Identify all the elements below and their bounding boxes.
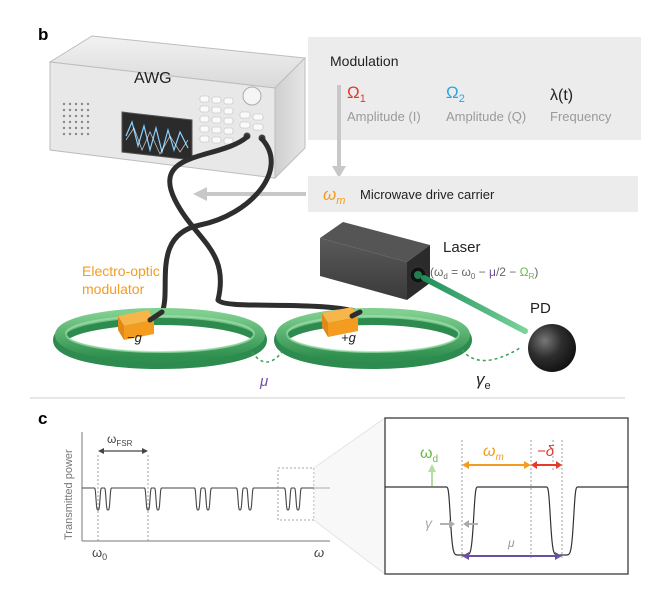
panel-c-label: c: [38, 409, 47, 428]
zoom-box: [384, 417, 629, 575]
omega2-symbol: Ω2: [446, 83, 465, 105]
panel-b-label: b: [38, 25, 48, 44]
speaker-grill: [62, 102, 90, 136]
transmission-trace: [82, 487, 330, 511]
gamma-label: γ: [425, 515, 433, 531]
delta-label: −δ: [537, 443, 555, 460]
awg-knob: [242, 86, 262, 106]
omega1-desc: Amplitude (I): [347, 109, 421, 124]
laser-body: [320, 222, 430, 300]
omega2-desc: Amplitude (Q): [446, 109, 526, 124]
bus-coupling-arc: [461, 347, 521, 362]
ring-left: [53, 308, 267, 369]
eom-right: [322, 307, 358, 337]
modulation-box: [308, 37, 641, 140]
awg-keypad: [199, 95, 264, 145]
zoom-mu-label: μ: [507, 536, 515, 550]
laser-label: Laser: [443, 239, 481, 256]
laser-equation: (ωd = ω0 − μ/2 − ΩR): [430, 265, 538, 281]
ylabel: Transmitted power: [63, 449, 75, 540]
omega-d-label: ωd: [420, 445, 438, 465]
awg-waveform: [125, 120, 189, 155]
omega-axis-label: ω: [314, 545, 324, 560]
fsr-label: ωFSR: [107, 432, 133, 448]
photodetector: [528, 324, 576, 372]
omega-m-label: ωm: [483, 443, 504, 463]
eom-label-line1: Electro-optic: [82, 263, 160, 279]
omega0-label: ω0: [92, 545, 107, 562]
carrier-arrow-head: [193, 187, 207, 201]
pd-label: PD: [530, 300, 551, 317]
carrier-symbol: ωm: [323, 185, 345, 207]
zoom-trace: [385, 486, 628, 556]
ring-right-coupling-label: +g: [341, 330, 357, 345]
modulation-title: Modulation: [330, 53, 399, 69]
cable-1: [167, 134, 250, 303]
eom-left: [118, 310, 154, 340]
carrier-desc: Microwave drive carrier: [360, 187, 495, 202]
awg-instrument: [48, 35, 307, 180]
ring-right: [274, 308, 472, 369]
cable-2: [159, 136, 274, 315]
modulation-arrow-head: [332, 166, 346, 178]
lambda-symbol: λ(t): [550, 87, 573, 104]
eom-label-line2: modulator: [82, 281, 145, 297]
ring-coupling-arc: [251, 351, 283, 363]
lambda-desc: Frequency: [550, 109, 612, 124]
carrier-box: [308, 176, 638, 212]
ring-left-coupling-label: −g: [127, 330, 143, 345]
gamma-e-label: γe: [476, 370, 491, 392]
omega1-symbol: Ω1: [347, 83, 366, 105]
awg-label: AWG: [134, 70, 172, 87]
mu-label: μ: [259, 373, 268, 390]
laser-beam: [421, 275, 528, 334]
cable-3: [215, 297, 363, 315]
